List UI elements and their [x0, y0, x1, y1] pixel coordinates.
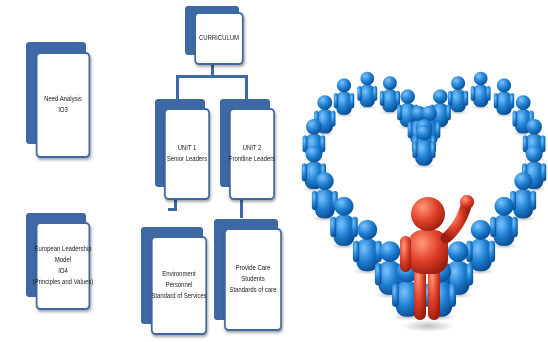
unit2-box: UNIT 2 Frontline Leaders	[220, 99, 278, 200]
person-figure-icon	[412, 124, 436, 169]
connector-horizontal	[176, 75, 248, 78]
unit2-title: UNIT 2	[242, 145, 262, 152]
unit2-topic-students: Students	[241, 276, 265, 283]
connector-unit1-down-horizontal	[168, 208, 177, 211]
curriculum-box: CURRICULUM	[185, 6, 247, 65]
unit1-topics-box: Environment Personnel Standard of Servic…	[141, 227, 211, 335]
connector-unit1-down	[174, 198, 177, 210]
person-figure-icon	[493, 78, 515, 118]
leadership-model-principles: (Principles and Values)	[32, 279, 94, 286]
person-figure-icon	[466, 219, 496, 275]
leadership-model-line2: Model	[54, 257, 72, 264]
unit1-title: UNIT 1	[177, 145, 197, 152]
unit2-topic-standards-of-care: Standards of care	[229, 287, 277, 294]
leadership-model-line1: European Leadership	[34, 246, 92, 253]
unit1-subtitle: Senior Leaders	[166, 156, 208, 163]
unit1-topic-personnel: Personnel	[165, 282, 193, 289]
unit2-subtitle: Frontline Leaders	[228, 156, 276, 163]
person-figure-icon	[470, 71, 491, 110]
curriculum-title: CURRICULUM	[198, 35, 240, 42]
leader-figure-icon	[400, 195, 474, 332]
leadership-model-code: IO4	[58, 268, 68, 275]
needs-analysis-box: Need Analysis IO3	[26, 42, 96, 158]
unit1-topic-environment: Environment	[162, 271, 196, 278]
unit2-topics-box: Provide Care Students Standards of care	[214, 219, 286, 331]
person-figure-icon	[352, 219, 382, 275]
person-figure-icon	[357, 71, 378, 110]
unit1-box: UNIT 1 Senior Leaders	[155, 99, 213, 200]
needs-analysis-title: Need Analysis	[44, 96, 82, 103]
person-figure-icon	[490, 196, 518, 250]
connector-unit2-down	[240, 198, 243, 218]
connector-unit2-up	[245, 75, 248, 100]
leadership-model-box: European Leadership Model IO4 (Principle…	[26, 213, 96, 310]
people-heart-with-leader-icon	[301, 71, 547, 332]
person-figure-icon	[448, 76, 469, 115]
person-figure-icon	[333, 78, 355, 118]
unit1-topic-standard-of-services: Standard of Services	[151, 293, 207, 300]
person-figure-icon	[330, 196, 358, 250]
connector-unit1-up	[176, 75, 179, 100]
needs-analysis-code: IO3	[58, 107, 68, 114]
connector-root-down	[211, 62, 214, 76]
person-figure-icon	[379, 76, 400, 115]
unit2-topic-provide-care: Provide Care	[235, 265, 271, 272]
